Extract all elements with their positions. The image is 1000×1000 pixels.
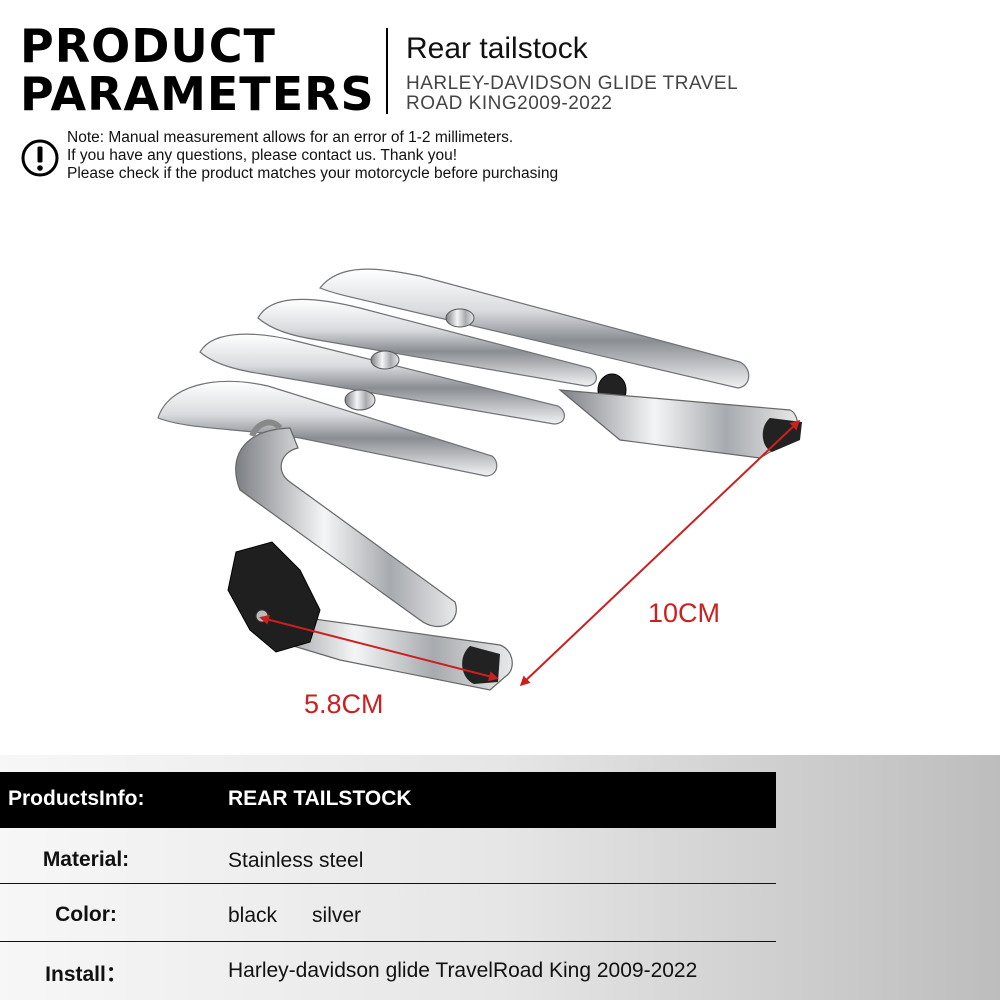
- rack-rail-1: [157, 380, 498, 477]
- spec-value: Harley-davidson glide TravelRoad King 20…: [228, 959, 698, 982]
- dimension-label-long: 10CM: [648, 598, 720, 628]
- page-title: PRODUCT PARAMETERS: [20, 22, 375, 118]
- rack-rail-2: [199, 333, 565, 425]
- exclamation-circle-icon: [21, 139, 59, 177]
- spec-key: Material:: [42, 848, 130, 871]
- title-line-2: PARAMETERS: [20, 67, 375, 121]
- model-line-1: HARLEY-DAVIDSON GLIDE TRAVEL: [406, 73, 739, 94]
- note-text: Note: Manual measurement allows for an e…: [67, 129, 558, 183]
- row-divider: [0, 883, 776, 884]
- spec-table: ProductsInfo: REAR TAILSTOCK Material: S…: [0, 755, 1000, 1000]
- product-image: 10CM 5.8CM: [157, 268, 802, 719]
- note-line-2: If you have any questions, please contac…: [67, 147, 458, 164]
- spec-header-row: ProductsInfo: REAR TAILSTOCK: [0, 772, 776, 828]
- rack-rail-4: [319, 268, 750, 389]
- spec-row-material: Material: Stainless steel: [0, 831, 776, 887]
- dimension-arrow-short: [259, 614, 499, 682]
- header: PRODUCT PARAMETERS Rear tailstock HARLEY…: [0, 0, 1000, 125]
- title-line-1: PRODUCT: [20, 19, 276, 73]
- spec-header-value: REAR TAILSTOCK: [228, 787, 412, 810]
- rack-mounting-rollers: [344, 308, 627, 411]
- row-divider: [0, 941, 776, 942]
- spec-key: Install：: [45, 963, 127, 986]
- product-subtitle: Rear tailstock: [406, 32, 588, 65]
- model-compatibility: HARLEY-DAVIDSON GLIDE TRAVEL ROAD KING20…: [406, 74, 738, 114]
- spec-row-install: Install： Harley-davidson glide TravelRoa…: [0, 941, 776, 997]
- dimension-arrow-long: [519, 419, 801, 687]
- rack-rail-3: [257, 298, 597, 387]
- spec-value: Stainless steel: [228, 849, 364, 872]
- note-line-3: Please check if the product matches your…: [67, 165, 559, 182]
- rack-side-bracket-right: [558, 389, 802, 459]
- header-divider: [386, 28, 388, 114]
- spec-value: black silver: [228, 904, 362, 927]
- spec-row-color: Color: black silver: [0, 886, 776, 942]
- dimension-label-short: 5.8CM: [304, 689, 384, 719]
- model-line-2: ROAD KING2009-2022: [406, 93, 613, 114]
- note-line-1: Note: Manual measurement allows for an e…: [67, 129, 514, 146]
- spec-key: Color:: [55, 903, 117, 926]
- spec-header-key: ProductsInfo:: [8, 787, 145, 810]
